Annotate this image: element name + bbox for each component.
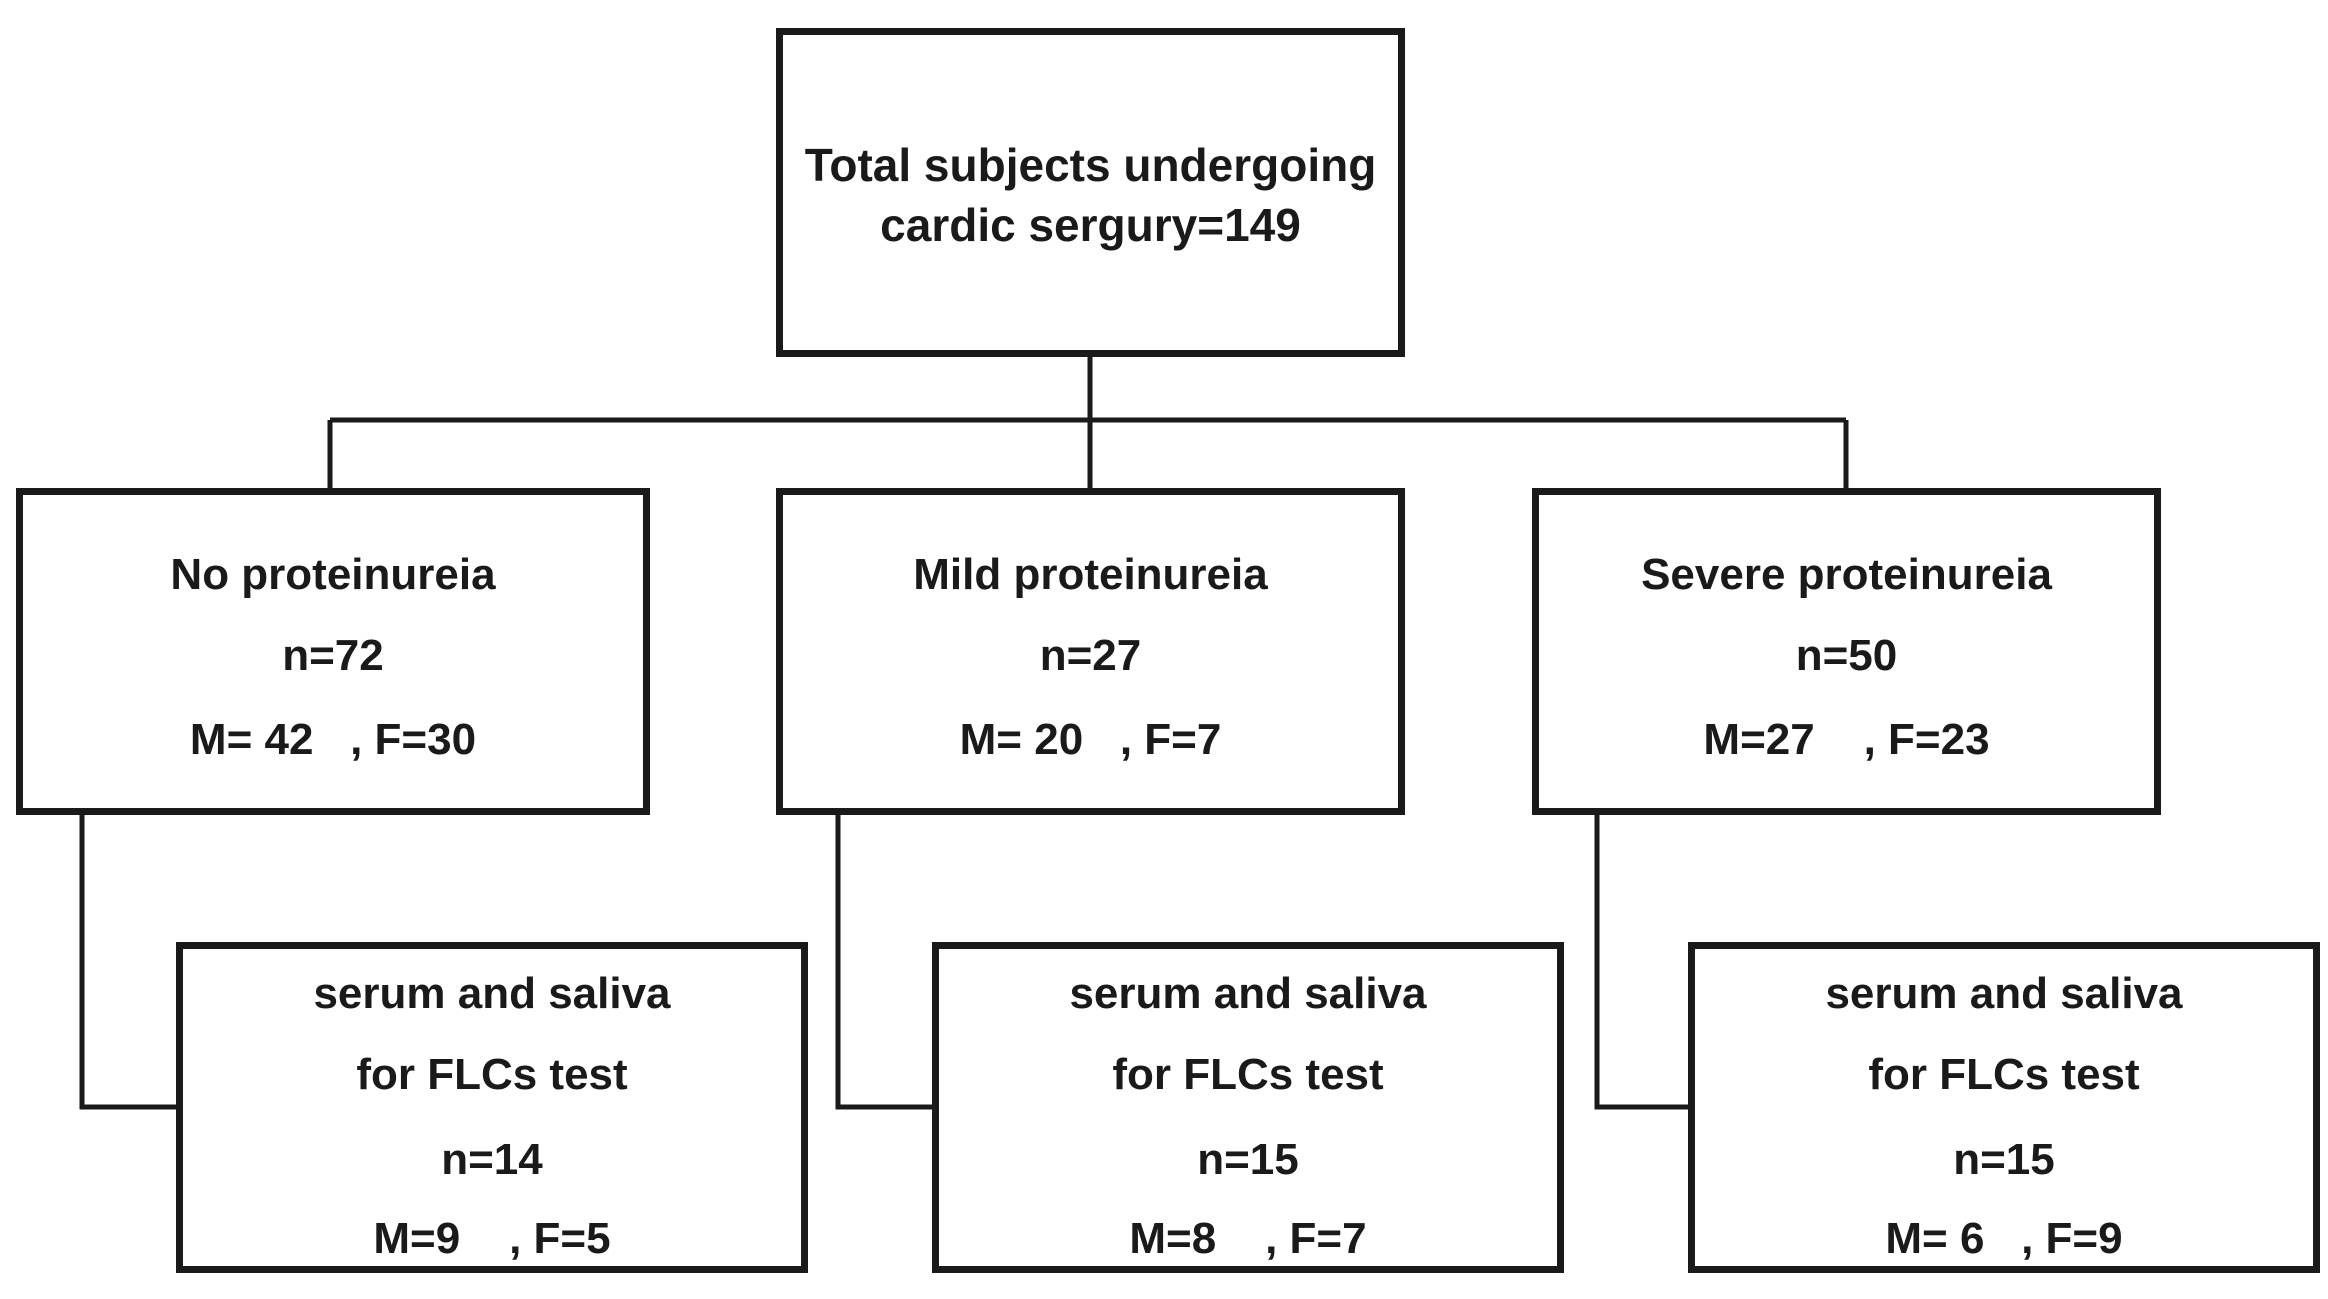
group-sex-split: M=27 , F=23 [1703, 715, 1990, 764]
sub-count: n=14 [441, 1135, 543, 1184]
group-count: n=50 [1795, 631, 1898, 680]
group-box-mild-proteinureia: Mild proteinureia n=27 M= 20 , F=7 [776, 488, 1405, 815]
sub-sex-split: M= 6 , F=9 [1885, 1214, 2123, 1263]
root-line-2: cardic sergury=149 [880, 199, 1301, 251]
sub-line-1: serum and saliva [1069, 969, 1427, 1018]
elbow-right [1594, 812, 1693, 1110]
sub-count: n=15 [1197, 1135, 1299, 1184]
group-sex-split: M= 42 , F=30 [189, 715, 477, 764]
sub-line-1: serum and saliva [313, 969, 671, 1018]
elbow-center [835, 812, 937, 1110]
sub-box-no-proteinureia: serum and saliva for FLCs test n=14 M=9 … [176, 942, 808, 1273]
elbow-left [79, 812, 180, 1110]
sub-sex-split: M=8 , F=7 [1129, 1214, 1367, 1263]
group-title: Severe proteinureia [1641, 550, 2052, 599]
sub-box-severe-proteinureia: serum and saliva for FLCs test n=15 M= 6… [1688, 942, 2320, 1273]
group-title: No proteinureia [170, 550, 496, 599]
group-count: n=27 [1039, 631, 1142, 680]
root-line-1: Total subjects undergoing [804, 139, 1377, 191]
sub-sex-split: M=9 , F=5 [373, 1214, 611, 1263]
sub-line-2: for FLCs test [1868, 1050, 2140, 1099]
sub-line-2: for FLCs test [1112, 1050, 1384, 1099]
group-title: Mild proteinureia [913, 550, 1268, 599]
root-box: Total subjects undergoing cardic sergury… [776, 28, 1405, 357]
sub-line-2: for FLCs test [356, 1050, 628, 1099]
sub-count: n=15 [1953, 1135, 2055, 1184]
group-sex-split: M= 20 , F=7 [959, 715, 1222, 764]
sub-box-mild-proteinureia: serum and saliva for FLCs test n=15 M=8 … [932, 942, 1564, 1273]
sub-line-1: serum and saliva [1825, 969, 2183, 1018]
group-box-severe-proteinureia: Severe proteinureia n=50 M=27 , F=23 [1532, 488, 2161, 815]
group-box-no-proteinureia: No proteinureia n=72 M= 42 , F=30 [16, 488, 650, 815]
group-count: n=72 [282, 631, 384, 680]
